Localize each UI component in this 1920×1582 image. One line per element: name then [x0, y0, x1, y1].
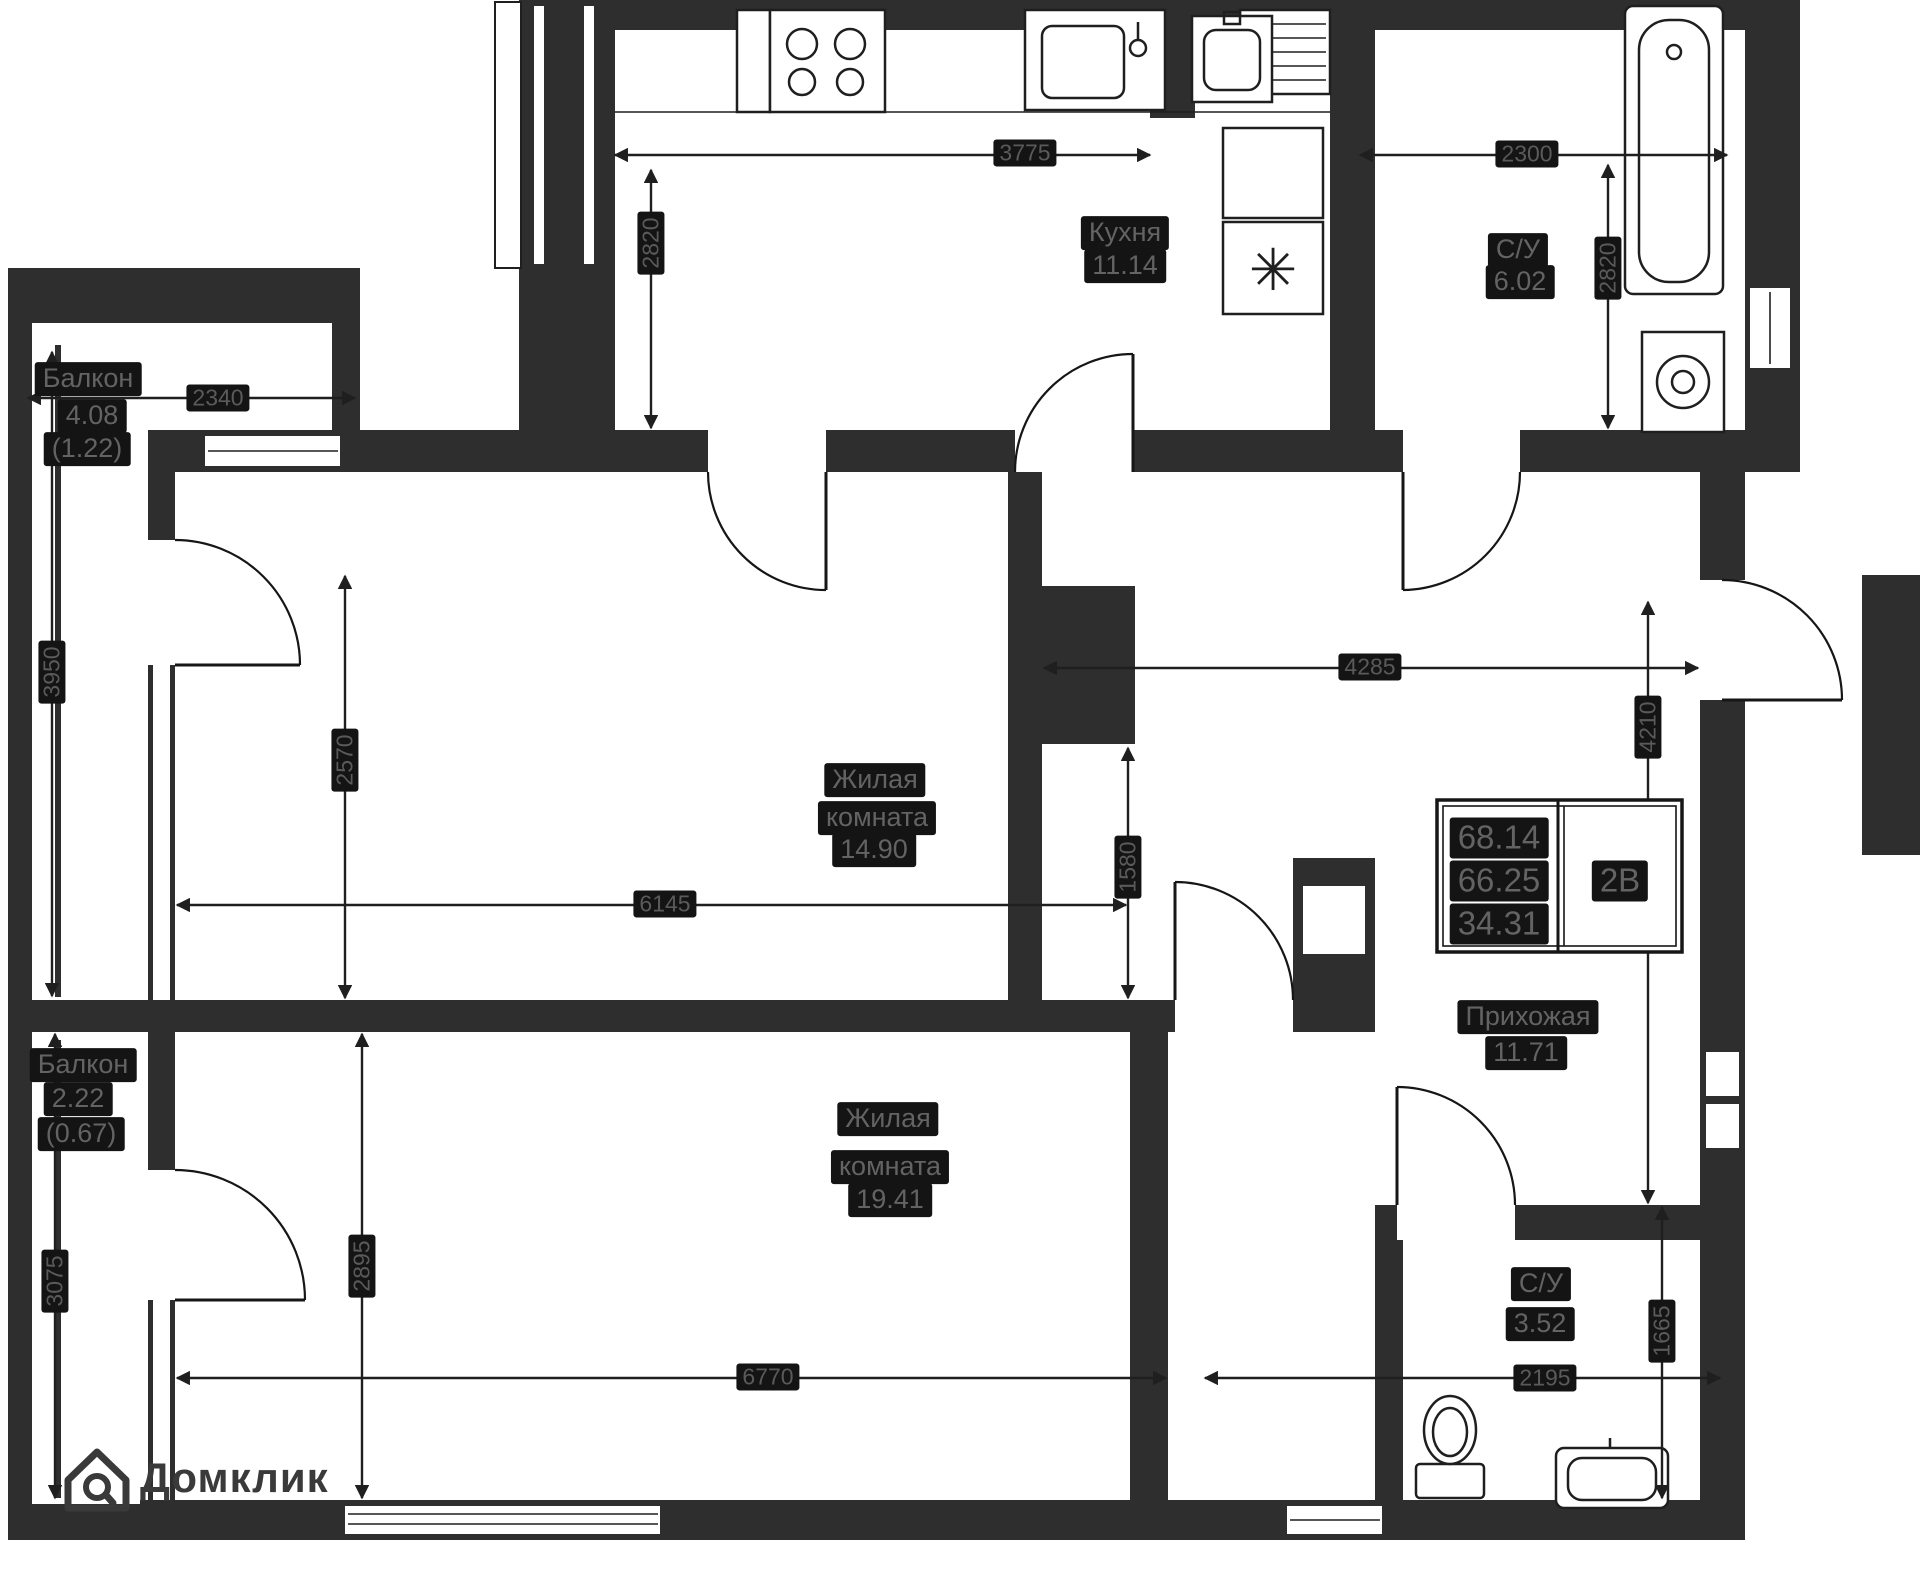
room-bottom-label-line1: Жилая: [837, 1102, 939, 1136]
balcony-top-area-reduced: (1.22): [43, 432, 131, 466]
kitchen-label: Кухня: [1080, 216, 1170, 250]
hallway-area: 11.71: [1485, 1036, 1567, 1070]
bathroom-top-area: 6.02: [1485, 265, 1555, 299]
door-room-top: [706, 471, 828, 592]
dim-room-top-width: 6145: [633, 890, 697, 918]
kitchen-sink-icon: [1023, 8, 1167, 112]
bathroom-bottom-area: 3.52: [1505, 1307, 1575, 1341]
dim-kitchen-width: 3775: [993, 139, 1057, 167]
doors: [174, 352, 1844, 1302]
door-room-bottom: [1173, 880, 1295, 1001]
info-apartment-type: 2В: [1591, 860, 1649, 902]
toilet-icon: [1414, 1394, 1486, 1500]
door-balcony-top: [174, 538, 302, 667]
windows: [205, 1, 1790, 1534]
vent-shaft: ✳: [1221, 126, 1325, 316]
dim-balcony-bottom-length: 3075: [41, 1249, 69, 1313]
door-balcony-bottom: [174, 1168, 307, 1302]
dim-balcony-top-length: 3950: [38, 640, 66, 704]
balcony-top-label: Балкон: [34, 362, 142, 396]
door-kitchen: [1013, 352, 1135, 473]
kitchen-area: 11.14: [1084, 249, 1166, 283]
dim-passage-width: 1580: [1114, 835, 1142, 899]
info-area-line3: 34.31: [1449, 903, 1549, 945]
sink-bottom-icon: [1554, 1438, 1670, 1510]
washbasin-icon: [1190, 10, 1274, 104]
room-top-area: 14.90: [832, 833, 916, 867]
info-total-area: 68.14: [1449, 817, 1549, 859]
dim-bathroom-bottom-width: 2195: [1513, 1364, 1577, 1392]
domclick-house-icon: [64, 1448, 130, 1512]
balcony-bottom-area-reduced: (0.67): [37, 1117, 125, 1151]
balcony-bottom-area: 2.22: [43, 1082, 113, 1116]
door-entrance: [1721, 578, 1844, 702]
dim-kitchen-depth: 2820: [637, 211, 665, 275]
dim-bathroom-bottom-depth: 1665: [1648, 1299, 1676, 1363]
balcony-bottom-label: Балкон: [29, 1048, 137, 1082]
dim-hallway-width: 4285: [1338, 653, 1402, 681]
bathroom-bottom-label: С/У: [1510, 1267, 1572, 1301]
info-area-line2: 66.25: [1449, 860, 1549, 902]
washing-machine-icon: [1640, 330, 1726, 434]
dim-hallway-depth: 4210: [1634, 695, 1662, 759]
dim-room-bottom-width: 6770: [736, 1363, 800, 1391]
room-top-label-line1: Жилая: [824, 763, 926, 797]
dim-bathroom-top-width: 2300: [1495, 140, 1559, 168]
vent-asterisk-icon: ✳: [1249, 238, 1298, 303]
dim-balcony-top-width: 2340: [186, 384, 250, 412]
hallway-label: Прихожая: [1457, 1000, 1599, 1034]
bathtub-icon: [1623, 4, 1725, 296]
domclick-logo-text: Домклик: [140, 1454, 329, 1501]
room-top-label-line2: комната: [817, 801, 937, 835]
room-bottom-area: 19.41: [848, 1183, 932, 1217]
stove-icon: [768, 8, 887, 114]
door-bathroom-top: [1401, 471, 1522, 592]
kitchen-counter: [615, 8, 1330, 114]
door-bathroom-bottom: [1395, 1085, 1517, 1206]
balcony-top-area: 4.08: [57, 399, 127, 433]
bathroom-top-label: С/У: [1487, 233, 1549, 267]
dim-room-top-left-depth: 2570: [331, 728, 359, 792]
dim-room-bottom-depth: 2895: [348, 1234, 376, 1298]
dim-bathroom-top-depth: 2820: [1594, 236, 1622, 300]
room-bottom-label-line2: комната: [830, 1150, 950, 1184]
